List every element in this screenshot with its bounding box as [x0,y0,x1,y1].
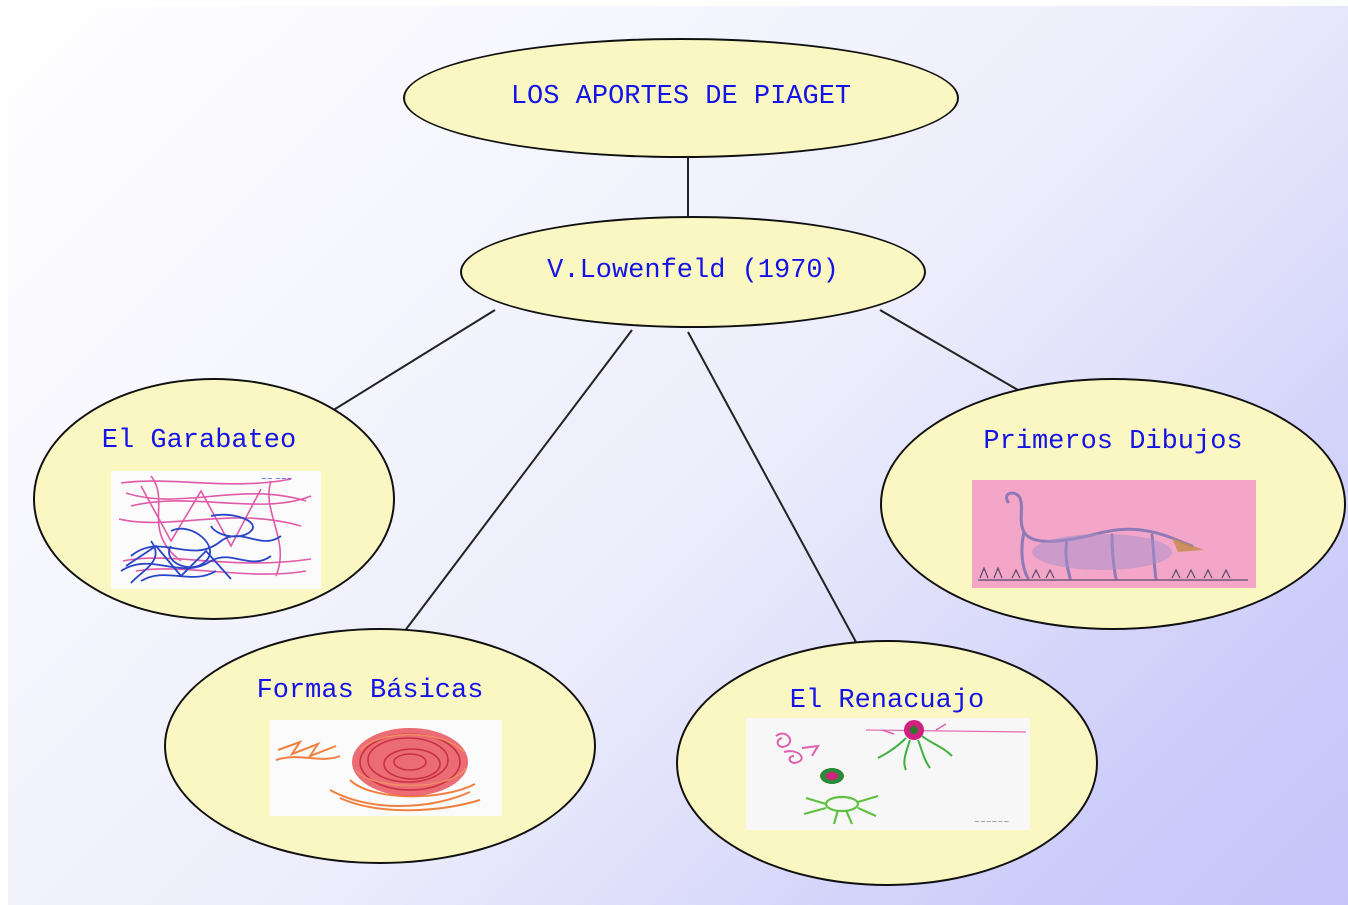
connector-author-primeros [879,309,1019,391]
stage-node-primeros: Primeros Dibujos [880,378,1346,630]
tadpole-figures-drawing: ~~~~~~ [746,718,1030,830]
author-node: V.Lowenfeld (1970) [460,216,926,328]
stage-title-renacuajo: El Renacuajo [789,686,985,716]
dinosaur-drawing [972,480,1256,588]
stage-title-primeros: Primeros Dibujos [983,427,1243,457]
circle-scribble-drawing [270,720,502,816]
connector-author-formas [403,329,633,633]
root-node: LOS APORTES DE PIAGET [403,38,959,158]
stage-title-formas: Formas Básicas [256,676,484,706]
stage-node-garabateo: El Garabateo [33,378,395,620]
scribble-drawing: ~~ ~~~ [111,471,321,589]
connector-author-renacuajo [687,331,857,643]
svg-text:~~~~~~: ~~~~~~ [974,818,1009,826]
author-title: V.Lowenfeld (1970) [547,256,839,286]
root-title: LOS APORTES DE PIAGET [510,82,852,112]
stage-node-renacuajo: El Renacuajo [676,640,1098,886]
stage-title-garabateo: El Garabateo [101,426,297,456]
svg-text:~~ ~~~: ~~ ~~~ [261,475,293,483]
stage-node-formas: Formas Básicas [164,628,596,864]
